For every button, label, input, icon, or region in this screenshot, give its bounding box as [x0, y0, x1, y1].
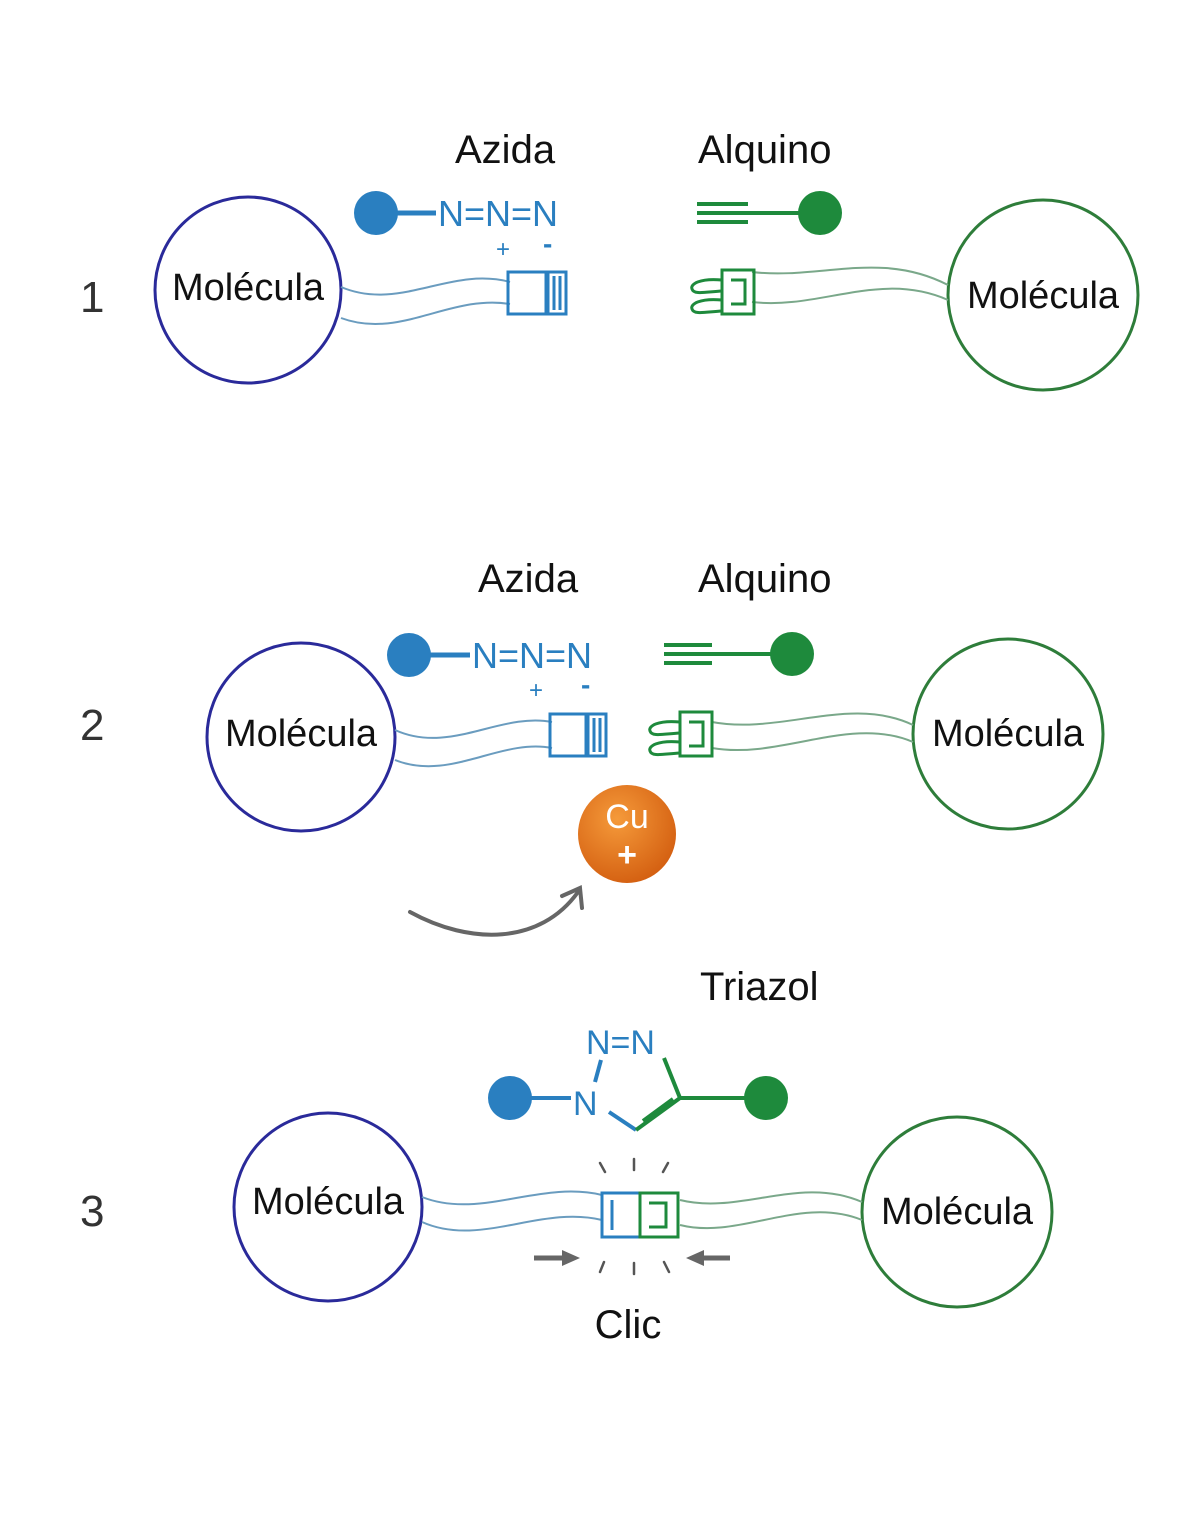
- buckle-male-icon-2: [648, 710, 714, 758]
- joined-buckle-icon: [600, 1191, 680, 1239]
- triazole-n-top: N=N: [586, 1024, 655, 1062]
- alkyne-label-2: Alquino: [698, 557, 831, 601]
- azide-minus-2: -: [581, 669, 590, 700]
- azide-formula-2: N=N=N: [472, 635, 592, 676]
- curved-arrow-icon: [408, 885, 584, 937]
- step-3: 3 Triazol N=N N Molécula Molécula: [80, 965, 1054, 1347]
- copper-ion-icon: [578, 785, 676, 883]
- triazole-label: Triazol: [700, 965, 819, 1009]
- left-tether: [340, 277, 511, 325]
- copper-symbol: Cu: [605, 798, 648, 836]
- buckle-male-icon: [690, 268, 756, 316]
- azide-label-2: Azida: [478, 557, 579, 601]
- copper-charge: +: [617, 836, 637, 874]
- left-tether-3: [421, 1190, 603, 1232]
- alkyne-dot-icon: [798, 191, 842, 235]
- buckle-female-icon: [506, 270, 568, 316]
- right-molecule-circle-3: [860, 1115, 1054, 1309]
- azide-plus: +: [496, 236, 510, 263]
- right-molecule-circle: [946, 198, 1140, 392]
- alkyne-label: Alquino: [698, 128, 831, 172]
- left-molecule-circle-3: [232, 1111, 424, 1303]
- left-molecule-label-3: Molécula: [252, 1181, 405, 1223]
- buckle-female-icon-2: [548, 712, 608, 758]
- alkyne-triple-bond-icon-2: [664, 643, 772, 665]
- right-tether-3: [679, 1191, 863, 1230]
- step-2: 2 Azida Alquino N=N=N + - Molécula Moléc…: [80, 557, 1105, 937]
- step-number-3: 3: [80, 1187, 104, 1236]
- triazole-ring-icon: [530, 1057, 746, 1132]
- alkyne-dot-icon-2: [770, 632, 814, 676]
- right-molecule-label: Molécula: [967, 275, 1120, 317]
- azide-minus: -: [543, 228, 552, 259]
- azide-formula: N=N=N: [438, 193, 558, 234]
- step-number-1: 1: [80, 273, 104, 322]
- push-right-arrow-icon: [534, 1250, 580, 1266]
- left-molecule-label-2: Molécula: [225, 713, 378, 755]
- azide-dot-icon-2: [387, 633, 431, 677]
- azide-label: Azida: [455, 128, 556, 172]
- left-molecule-label: Molécula: [172, 267, 325, 309]
- alkyne-triple-bond-icon: [697, 202, 800, 224]
- triazole-right-dot-icon: [744, 1076, 788, 1120]
- left-molecule-circle-2: [205, 641, 397, 833]
- azide-dot-icon: [354, 191, 398, 235]
- click-label: Clic: [595, 1303, 662, 1347]
- step-1: 1 Azida Alquino N=N=N + - Molécula: [80, 128, 1140, 392]
- triazole-left-dot-icon: [488, 1076, 532, 1120]
- azide-plus-2: +: [529, 677, 543, 704]
- left-molecule-circle: [153, 195, 343, 385]
- click-burst-icon: [598, 1157, 671, 1276]
- right-molecule-label-3: Molécula: [881, 1191, 1034, 1233]
- triazole-n1: N: [573, 1085, 598, 1123]
- right-molecule-label-2: Molécula: [932, 713, 1085, 755]
- push-left-arrow-icon: [686, 1250, 730, 1266]
- left-tether-2: [394, 719, 553, 768]
- right-molecule-circle-2: [911, 637, 1105, 831]
- step-number-2: 2: [80, 701, 104, 750]
- right-tether: [751, 266, 949, 304]
- right-tether-2: [711, 712, 914, 752]
